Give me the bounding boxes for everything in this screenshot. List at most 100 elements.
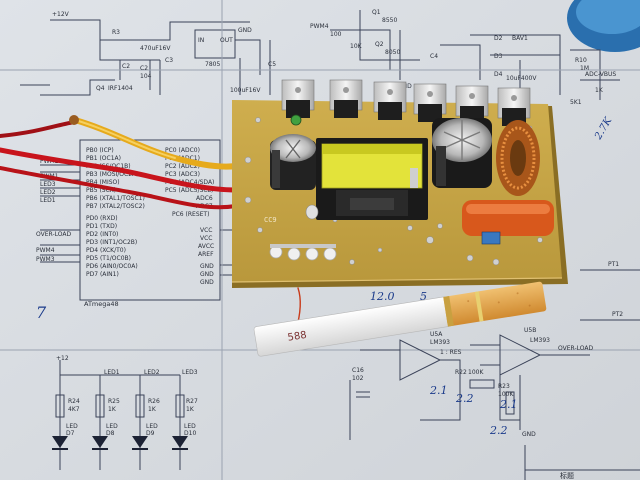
mcu-pin-l-9: PD1 (TXD) bbox=[86, 223, 117, 230]
label-1m: 1M bbox=[580, 65, 589, 72]
mcu-pin-l-10: PD2 (INT0) bbox=[86, 231, 118, 238]
label-c2b: C2 bbox=[122, 63, 130, 70]
mcu-label: ATmega48 bbox=[84, 300, 119, 308]
mcu-pin-l-6: PB6 (XTAL1/TOSC1) bbox=[86, 195, 145, 202]
label-100: 100 bbox=[330, 31, 342, 38]
mcu-pin-r-13: GND bbox=[200, 263, 214, 270]
hand-4: 2.2 bbox=[455, 392, 474, 405]
led-label-7: R27 bbox=[186, 398, 198, 405]
red-wire-main bbox=[0, 147, 238, 193]
hand-5: 2.2 bbox=[489, 424, 508, 437]
cigarette-print: 588 bbox=[287, 330, 308, 344]
mcu-pin-r-8: PC6 (RESET) bbox=[172, 211, 209, 218]
comp-label-7: 100K bbox=[468, 369, 484, 376]
comp-label-1: LM393 bbox=[430, 339, 450, 346]
label-7805: 7805 bbox=[205, 61, 220, 68]
mcu-pin-l-8: PD0 (RXD) bbox=[86, 215, 118, 222]
label-in: IN bbox=[198, 37, 204, 44]
label-10k: 10K bbox=[350, 43, 363, 50]
net-label-4: LED1 bbox=[40, 197, 56, 204]
mcu-pin-l-1: PB1 (OC1A) bbox=[86, 155, 121, 162]
mcu-pin-r-14: GND bbox=[200, 271, 214, 278]
comp-label-6: R22 bbox=[455, 369, 467, 376]
led-label-18: D9 bbox=[146, 430, 155, 437]
to220-heatsinks bbox=[281, 79, 531, 126]
green-led bbox=[290, 114, 302, 126]
net-label-7: PWM3 bbox=[36, 256, 55, 263]
pcb-leds bbox=[269, 244, 337, 261]
handwriting: 7 5 12.0 2.1 2.2 2.2 2.1 2.7K bbox=[36, 115, 615, 437]
transformer bbox=[316, 138, 428, 220]
led-label-8: 4K7 bbox=[68, 406, 80, 413]
mcu-pin-l-4: PB4 (MISO) bbox=[86, 179, 120, 186]
label-c3: C3 bbox=[165, 57, 173, 64]
net-label-5: OVER-LOAD bbox=[36, 231, 71, 238]
label-gnd-top: GND bbox=[238, 27, 252, 34]
mcu-pin-r-9: VCC bbox=[200, 227, 212, 234]
comp-label-11: OVER-LOAD bbox=[558, 345, 593, 352]
label-q1: Q1 bbox=[372, 9, 381, 16]
comp-label-14: PT2 bbox=[612, 311, 623, 318]
mcu-pin-l-7: PB7 (XTAL2/TOSC2) bbox=[86, 203, 145, 210]
label-d4: D4 bbox=[494, 71, 503, 78]
heatsink-6 bbox=[497, 87, 531, 126]
label-c2: C2 bbox=[140, 65, 148, 72]
label-8050: 8050 bbox=[385, 49, 400, 56]
label-r10: R10 bbox=[575, 57, 587, 64]
heatsink-2 bbox=[329, 79, 363, 118]
mcu-pin-l-0: PB0 (ICP) bbox=[86, 147, 114, 154]
label-100uf16v: 100uF16V bbox=[230, 87, 261, 94]
mcu-pin-l-11: PD3 (INT1/OC2B) bbox=[86, 239, 137, 246]
led-label-16: D7 bbox=[66, 430, 75, 437]
net-label-2: LED3 bbox=[40, 181, 56, 188]
net-label-3: LED2 bbox=[40, 189, 56, 196]
mcu-pin-l-12: PD4 (XCK/T0) bbox=[86, 247, 126, 254]
hand-1: 5 bbox=[420, 290, 427, 303]
label-c4: C4 bbox=[430, 53, 438, 60]
comp-label-2: U5B bbox=[524, 327, 536, 334]
hand-2: 12.0 bbox=[370, 290, 395, 303]
led-label-15: LED bbox=[184, 423, 196, 430]
comp-label-12: GND bbox=[522, 431, 536, 438]
label-r3: R3 bbox=[112, 29, 120, 36]
led-label-3: LED3 bbox=[182, 369, 198, 376]
led-label-14: LED bbox=[146, 423, 158, 430]
led-label-6: R26 bbox=[148, 398, 160, 405]
mcu-pin-r-10: VCC bbox=[200, 235, 212, 242]
film-capacitor bbox=[462, 200, 554, 236]
comp-label-3: LM393 bbox=[530, 337, 550, 344]
led-label-13: LED bbox=[106, 423, 118, 430]
label-q4: Q4 bbox=[96, 85, 105, 92]
comp-label-10: 1 : RES bbox=[440, 349, 462, 356]
toroid-inductor bbox=[496, 120, 540, 196]
hand-6: 2.1 bbox=[499, 398, 518, 411]
label-5k1: 5K1 bbox=[570, 99, 582, 106]
label-bav1: BAV1 bbox=[512, 35, 528, 42]
label-cap-470u: 470uF16V bbox=[140, 45, 171, 52]
net-label-6: PWM4 bbox=[36, 247, 55, 254]
led-label-12: LED bbox=[66, 423, 78, 430]
blue-object bbox=[567, 0, 640, 52]
heatsink-3 bbox=[373, 81, 407, 120]
comp-label-9: 100K bbox=[498, 391, 514, 398]
led-label-19: D10 bbox=[184, 430, 196, 437]
mcu-pin-l-13: PD5 (T1/OC0B) bbox=[86, 255, 131, 262]
label-104: 104 bbox=[140, 73, 152, 80]
electrolytic-cap-left bbox=[270, 134, 316, 190]
comp-label-13: PT1 bbox=[608, 261, 619, 268]
mcu-pin-l-5: PB5 (SCK) bbox=[86, 187, 116, 194]
mcu-pin-r-6: ADC6 bbox=[196, 195, 213, 202]
heatsink-1 bbox=[281, 79, 315, 118]
label-8550: 8550 bbox=[382, 17, 397, 24]
net-label-0: PWM2 bbox=[40, 158, 59, 165]
label-pwm4-top: PWM4 bbox=[310, 23, 329, 30]
cigarette: 588 bbox=[253, 281, 547, 357]
mcu-pin-l-3: PB3 (MOSI/OC2A) bbox=[86, 171, 138, 178]
label-adc-vbus: ADC-VBUS bbox=[585, 71, 616, 78]
led-label-5: R25 bbox=[108, 398, 120, 405]
led-label-11: 1K bbox=[186, 406, 195, 413]
pcb-silkscreen: CC9 bbox=[264, 216, 277, 224]
label-12v-top: +12V bbox=[52, 11, 70, 18]
comp-label-5: 102 bbox=[352, 375, 364, 382]
